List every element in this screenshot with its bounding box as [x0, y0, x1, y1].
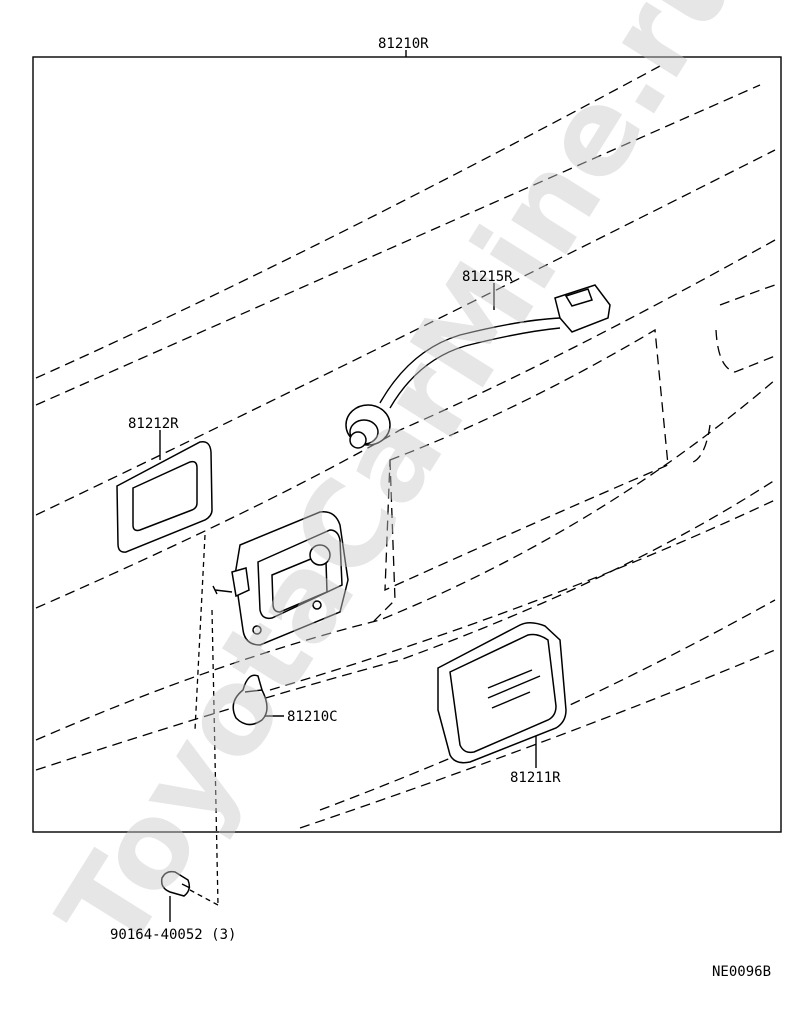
wire-harness-part [345, 284, 611, 449]
panel-outline [35, 65, 776, 906]
screw-part [160, 870, 191, 922]
label-screw: 90164-40052 (3) [110, 927, 236, 943]
diagram-code: NE0096B [712, 964, 771, 980]
label-bulb: 81210C [287, 709, 338, 725]
assembly-frame [32, 56, 782, 833]
label-lens: 81211R [510, 770, 561, 786]
lamp-housing-part [212, 511, 349, 646]
gasket-part [116, 440, 213, 553]
lens-part [437, 622, 567, 768]
label-wire-harness: 81215R [462, 269, 513, 285]
label-assembly: 81210R [378, 36, 429, 52]
label-gasket: 81212R [128, 416, 179, 432]
bulb-part [232, 674, 284, 726]
